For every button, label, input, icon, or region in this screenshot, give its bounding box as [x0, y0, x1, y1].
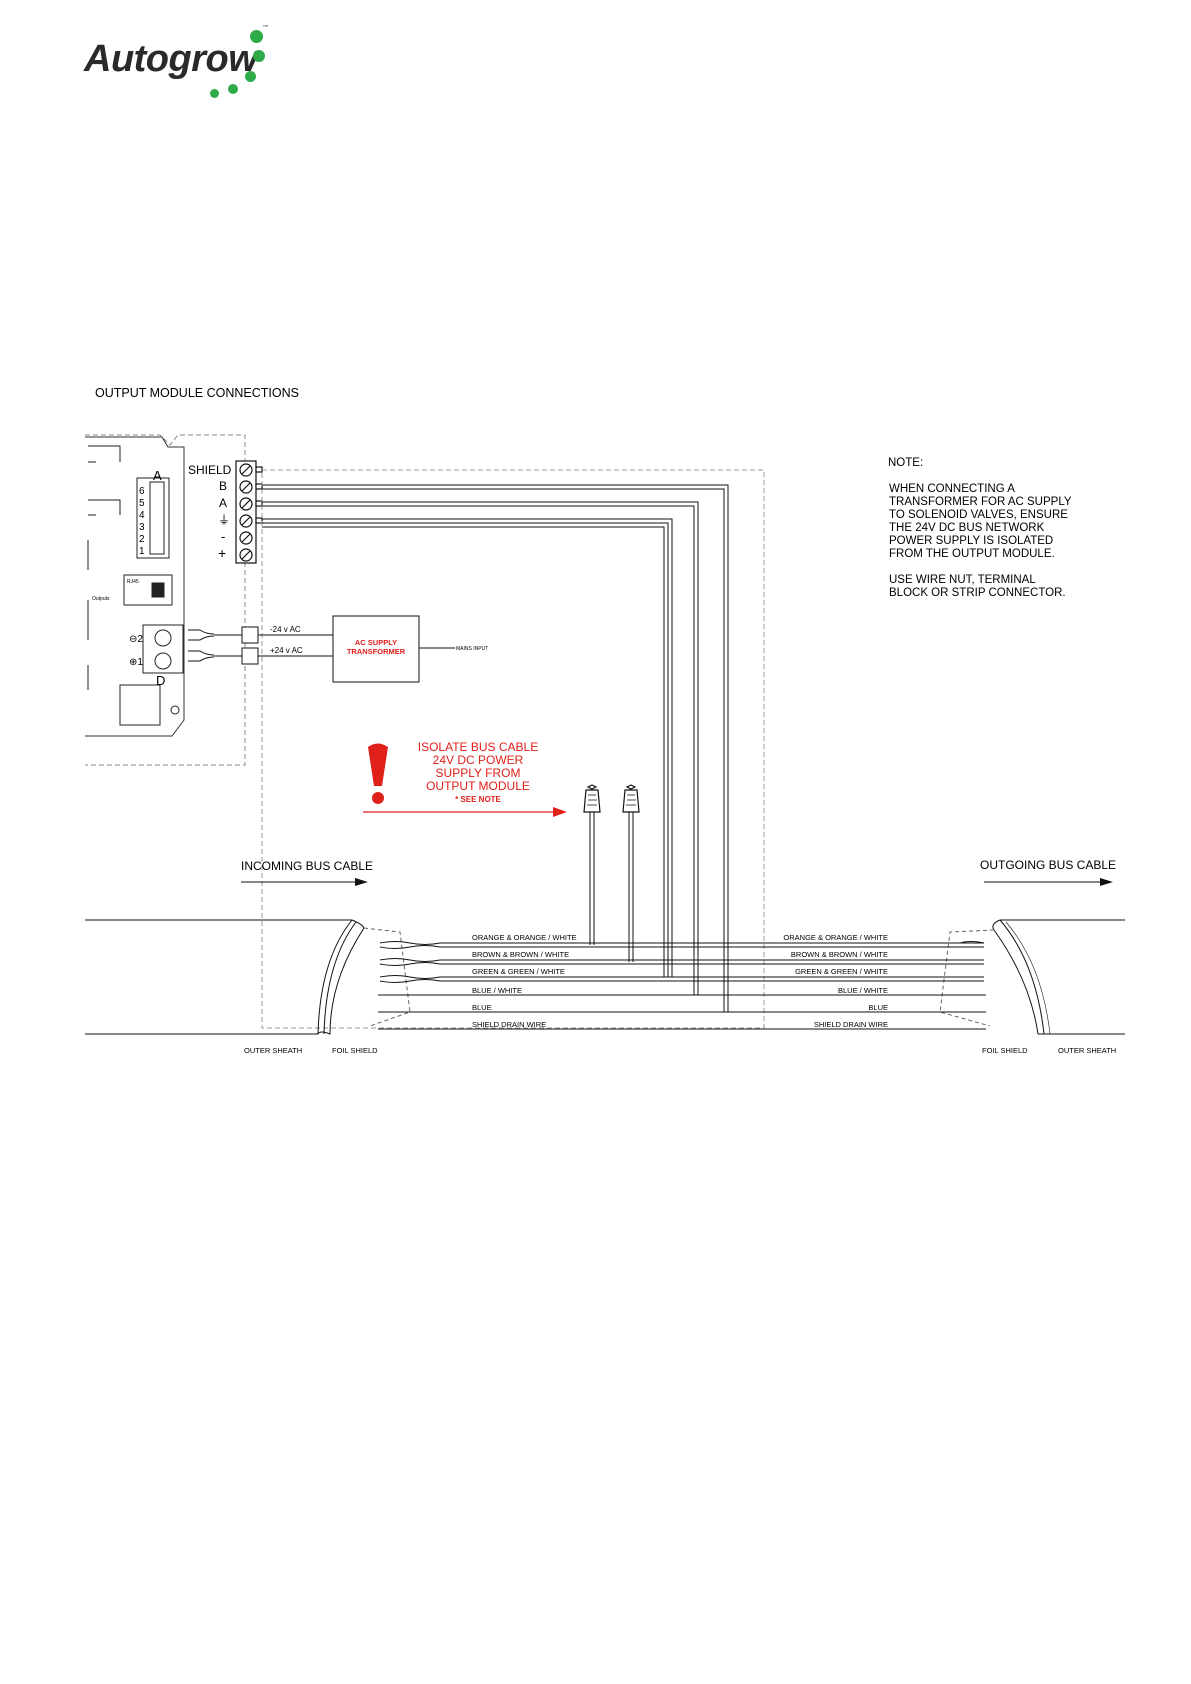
incoming-arrow	[241, 878, 368, 886]
terminal-a-label: A	[219, 496, 227, 510]
wire-right-blue: BLUE	[868, 1003, 888, 1012]
transformer-label-2: TRANSFORMER	[347, 647, 406, 656]
terminal-plus-label: +	[218, 545, 226, 561]
pin-4: 4	[139, 510, 145, 521]
terminal-block	[235, 460, 263, 564]
note-line-4: THE 24V DC BUS NETWORK	[889, 522, 1045, 534]
wire-left-orange: ORANGE & ORANGE / WHITE	[472, 933, 577, 942]
terminal-shield-label: SHIELD	[188, 463, 232, 477]
warning-line-3: SUPPLY FROM	[436, 766, 521, 780]
warning-line-2: 24V DC POWER	[433, 753, 524, 767]
note-line-1: WHEN CONNECTING A	[889, 483, 1015, 495]
brand-logo-text: Autogrow	[84, 38, 258, 80]
wire-right-green: GREEN & GREEN / WHITE	[795, 967, 888, 976]
foil-shield-right-label: FOIL SHIELD	[982, 1046, 1028, 1055]
diagram-title: OUTPUT MODULE CONNECTIONS	[95, 386, 299, 400]
mains-input-label: MAINS INPUT	[456, 646, 488, 652]
ac-supply-wiring	[188, 615, 455, 683]
wire-left-green: GREEN & GREEN / WHITE	[472, 967, 565, 976]
pin-2: 2	[139, 534, 145, 545]
note-line-6: FROM THE OUTPUT MODULE.	[889, 548, 1055, 560]
wire-left-shield-drain: SHIELD DRAIN WIRE	[472, 1020, 546, 1029]
terminal-minus-label: -	[221, 529, 225, 544]
pin-5: 5	[139, 498, 145, 509]
incoming-bus-cable-label: INCOMING BUS CABLE	[241, 859, 373, 873]
warning-see-note: * SEE NOTE	[455, 795, 501, 804]
foil-shield-left-label: FOIL SHIELD	[332, 1046, 378, 1055]
note-line-2: TRANSFORMER FOR AC SUPPLY	[889, 496, 1072, 508]
rj45-label: RJ45	[127, 579, 139, 585]
ac-plus-label: +24 v AC	[270, 646, 303, 655]
pin-3: 3	[139, 522, 145, 533]
transformer-label-1: AC SUPPLY	[355, 638, 397, 647]
wire-nut-connectors	[583, 784, 640, 962]
wire-labels-right: ORANGE & ORANGE / WHITE BROWN & BROWN / …	[783, 933, 888, 1029]
wire-right-orange: ORANGE & ORANGE / WHITE	[783, 933, 888, 942]
note-block: NOTE: WHEN CONNECTING A TRANSFORMER FOR …	[888, 457, 1072, 599]
note-line-3: TO SOLENOID VALVES, ENSURE	[889, 509, 1068, 521]
outputs-label: Outputs	[92, 596, 110, 602]
note-line-7: USE WIRE NUT, TERMINAL	[889, 574, 1036, 586]
terminal-ground-label: ⏚	[218, 513, 230, 527]
note-line-8: BLOCK OR STRIP CONNECTOR.	[889, 587, 1066, 599]
ac-terminal-2: ⊖2	[129, 634, 143, 645]
bus-cable-sheaths	[85, 919, 1125, 1035]
warning-arrow	[363, 807, 567, 817]
wire-right-shield-drain: SHIELD DRAIN WIRE	[814, 1020, 888, 1029]
bus-wires	[262, 484, 729, 1012]
output-module-enclosure	[85, 434, 246, 766]
junction-box-outline	[261, 469, 765, 1029]
wire-left-blue: BLUE	[472, 1003, 492, 1012]
connector-a-label: A	[153, 468, 162, 483]
trademark-mark: ™	[262, 24, 269, 32]
note-line-5: POWER SUPPLY IS ISOLATED	[889, 535, 1053, 547]
wire-right-brown: BROWN & BROWN / WHITE	[791, 950, 888, 959]
output-module-pcb	[85, 436, 185, 737]
pin-1: 1	[139, 546, 145, 557]
ac-terminal-1: ⊕1	[129, 657, 143, 668]
cable-internal-wires	[378, 941, 986, 1030]
note-heading: NOTE:	[888, 457, 923, 469]
pcb-components	[87, 445, 184, 726]
warning-text: ISOLATE BUS CABLE 24V DC POWER SUPPLY FR…	[418, 740, 539, 804]
warning-line-1: ISOLATE BUS CABLE	[418, 740, 539, 754]
outgoing-arrow	[984, 878, 1113, 886]
ac-minus-label: -24 v AC	[270, 625, 301, 634]
outgoing-bus-cable-label: OUTGOING BUS CABLE	[980, 858, 1116, 872]
pin-6: 6	[139, 486, 145, 497]
outer-sheath-left-label: OUTER SHEATH	[244, 1046, 302, 1055]
outer-sheath-right-label: OUTER SHEATH	[1058, 1046, 1116, 1055]
wire-labels-left: ORANGE & ORANGE / WHITE BROWN & BROWN / …	[472, 933, 577, 1029]
wire-left-blue-white: BLUE / WHITE	[472, 986, 522, 995]
warning-icon	[368, 743, 388, 804]
connector-d-label: D	[156, 673, 165, 688]
wire-right-blue-white: BLUE / WHITE	[838, 986, 888, 995]
terminal-b-label: B	[219, 479, 227, 493]
wire-left-brown: BROWN & BROWN / WHITE	[472, 950, 569, 959]
warning-line-4: OUTPUT MODULE	[426, 779, 530, 793]
